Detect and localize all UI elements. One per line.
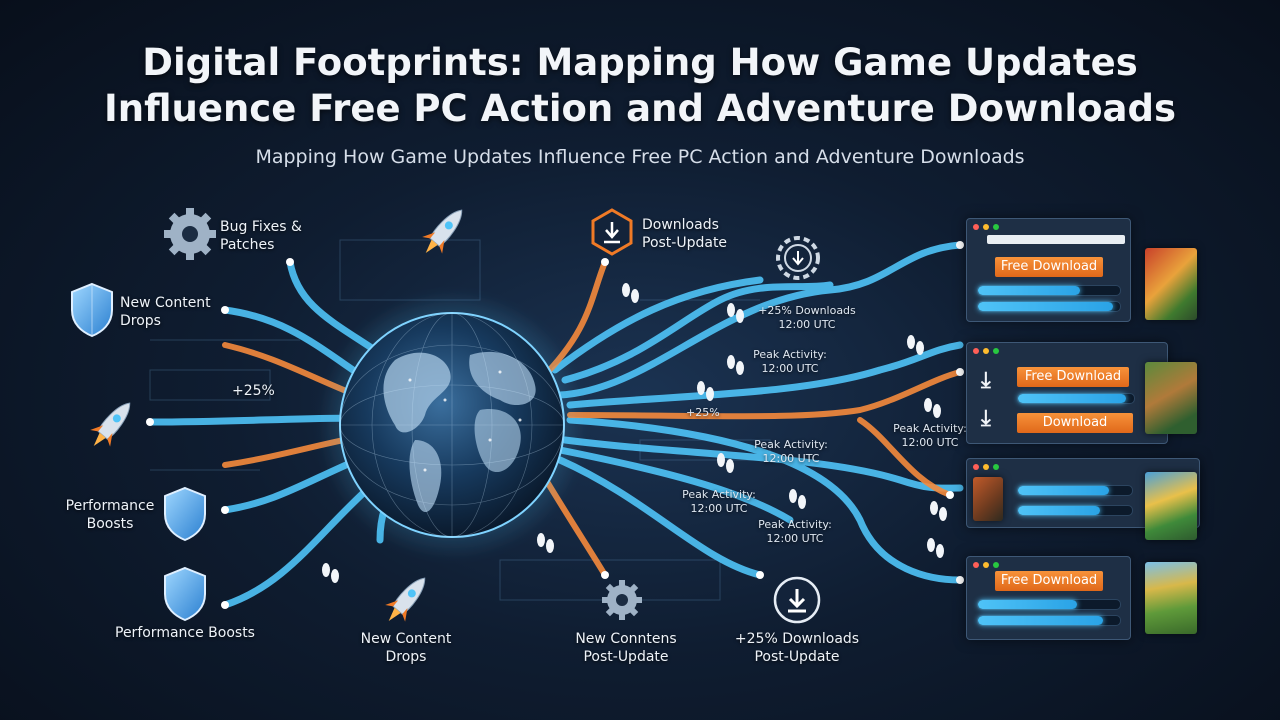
stream-endpoints [146, 241, 964, 609]
label-bug-fixes: Bug Fixes & Patches [220, 219, 302, 253]
progress-bar [977, 599, 1121, 610]
free-download-button[interactable]: Free Download [995, 257, 1103, 277]
label-new-content-drops: New Content Drops [120, 295, 211, 329]
game-thumbnail[interactable] [1145, 562, 1197, 634]
page-title: Digital Footprints: Mapping How Game Upd… [103, 41, 1176, 130]
address-bar[interactable] [987, 235, 1125, 244]
progress-fill [978, 286, 1081, 295]
window-controls [973, 562, 999, 568]
gear-icon [164, 208, 216, 260]
annotation-peak-activity: Peak Activity: 12:00 UTC [893, 422, 967, 449]
annotation-peak-activity: Peak Activity: 12:00 UTC [758, 518, 832, 545]
annotation-peak-activity: Peak Activity: 12:00 UTC [753, 348, 827, 375]
progress-bar [1017, 505, 1133, 516]
progress-fill [978, 302, 1113, 311]
download-hexagon-icon [591, 208, 633, 256]
annotation-plus25: +25% [686, 406, 720, 419]
circle-download-icon [773, 576, 821, 624]
progress-fill [1018, 394, 1126, 403]
download-window-4: Free Download [966, 556, 1131, 640]
gear-icon [602, 580, 642, 620]
download-arrow-icon: ⤓ [981, 367, 991, 392]
download-window-1: Free Download [966, 218, 1131, 322]
window-controls [973, 464, 999, 470]
gear-download-icon [776, 236, 820, 280]
free-download-button[interactable]: Free Download [995, 571, 1103, 591]
download-button[interactable]: Download [1017, 413, 1133, 433]
shield-icon [164, 566, 206, 622]
progress-fill [1018, 506, 1101, 515]
label-downloads-post-update: Downloads Post-Update [642, 217, 728, 251]
label-new-conntens-post-update: New Conntens Post-Update [575, 631, 677, 665]
footprint-icons [322, 283, 947, 583]
progress-fill [978, 600, 1078, 609]
annotation-downloads: +25% Downloads 12:00 UTC [758, 304, 856, 331]
progress-fill [1018, 486, 1110, 495]
shield-icon [164, 486, 206, 542]
progress-bar [1017, 485, 1133, 496]
label-plus25-left: +25% [232, 383, 275, 399]
progress-bar [1017, 393, 1135, 404]
game-thumbnail[interactable] [973, 477, 1003, 521]
progress-fill [978, 616, 1103, 625]
window-controls [973, 224, 999, 230]
label-downloads-post-update-bottom: +25% Downloads Post-Update [734, 631, 860, 665]
progress-bar [977, 301, 1121, 312]
download-window-2: ⤓ ⤓ Free Download Download [966, 342, 1168, 444]
progress-bar [977, 615, 1121, 626]
page-subtitle: Mapping How Game Updates Influence Free … [255, 146, 1025, 168]
free-download-button[interactable]: Free Download [1017, 367, 1129, 387]
label-performance-boosts: Performance Boosts [65, 498, 155, 532]
game-thumbnail[interactable] [1145, 472, 1197, 540]
label-new-content-drops-bottom: New Content Drops [360, 631, 452, 665]
rocket-icon [422, 209, 463, 254]
game-thumbnail[interactable] [1145, 248, 1197, 320]
download-arrow-icon: ⤓ [981, 405, 991, 430]
progress-bar [977, 285, 1121, 296]
window-controls [973, 348, 999, 354]
shield-icon [71, 282, 113, 338]
label-performance-boosts-bottom: Performance Boosts [115, 625, 255, 641]
globe [317, 290, 587, 560]
rocket-icon [385, 577, 426, 622]
game-thumbnail[interactable] [1145, 362, 1197, 434]
annotation-peak-activity: Peak Activity: 12:00 UTC [682, 488, 756, 515]
rocket-icon [90, 402, 131, 447]
annotation-peak-activity: Peak Activity: 12:00 UTC [754, 438, 828, 465]
